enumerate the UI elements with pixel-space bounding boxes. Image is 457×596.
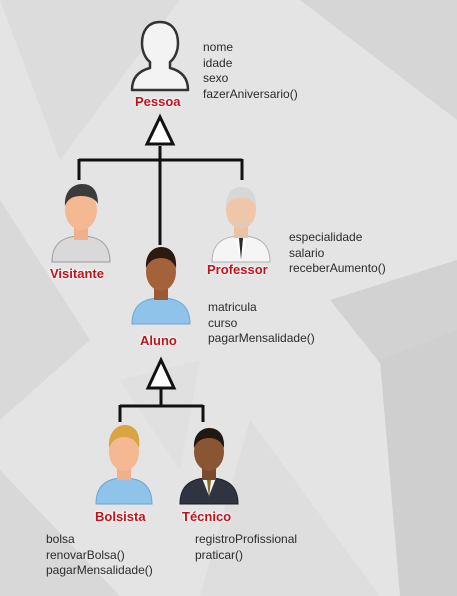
member-item: fazerAniversario() — [203, 86, 298, 101]
member-item: pagarMensalidade() — [208, 331, 315, 345]
person-gray-shirt-icon — [51, 184, 111, 263]
inheritance-triangle-pessoa — [144, 113, 176, 146]
member-item: idade — [203, 55, 233, 70]
member-item: matricula — [208, 300, 257, 314]
pessoa-members: nome idade sexo fazerAniversario() — [203, 40, 298, 102]
member-item: pagarMensalidade() — [46, 563, 153, 577]
professor-class-label: Professor — [207, 262, 268, 277]
member-item: bolsa — [46, 532, 75, 546]
member-item: nome — [203, 40, 234, 54]
tecnico-members: registroProfissional praticar() — [195, 532, 297, 563]
member-item: salario — [289, 245, 325, 260]
person-outline-icon — [130, 20, 190, 92]
member-item: praticar() — [195, 547, 244, 562]
professor-members: especialidade salario receberAumento() — [289, 230, 386, 277]
visitante-class-label: Visitante — [50, 266, 104, 281]
bolsista-class-label: Bolsista — [95, 509, 146, 524]
member-item: registroProfissional — [195, 532, 298, 546]
inheritance-triangle-aluno — [145, 356, 177, 390]
pessoa-class-label: Pessoa — [135, 94, 181, 109]
blond-student-icon — [95, 425, 153, 505]
member-item: renovarBolsa() — [46, 547, 125, 562]
member-item: especialidade — [289, 230, 363, 244]
member-item: sexo — [203, 71, 229, 85]
elderly-man-suit-icon — [211, 187, 271, 263]
aluno-members: matricula curso pagarMensalidade() — [208, 300, 315, 347]
student-blue-shirt-icon — [131, 247, 191, 325]
bolsista-members: bolsa renovarBolsa() pagarMensalidade() — [46, 532, 153, 579]
tecnico-class-label: Técnico — [182, 509, 232, 524]
aluno-class-label: Aluno — [140, 333, 177, 348]
member-item: curso — [208, 315, 238, 330]
member-item: receberAumento() — [289, 261, 386, 275]
man-dark-suit-icon — [179, 428, 239, 505]
